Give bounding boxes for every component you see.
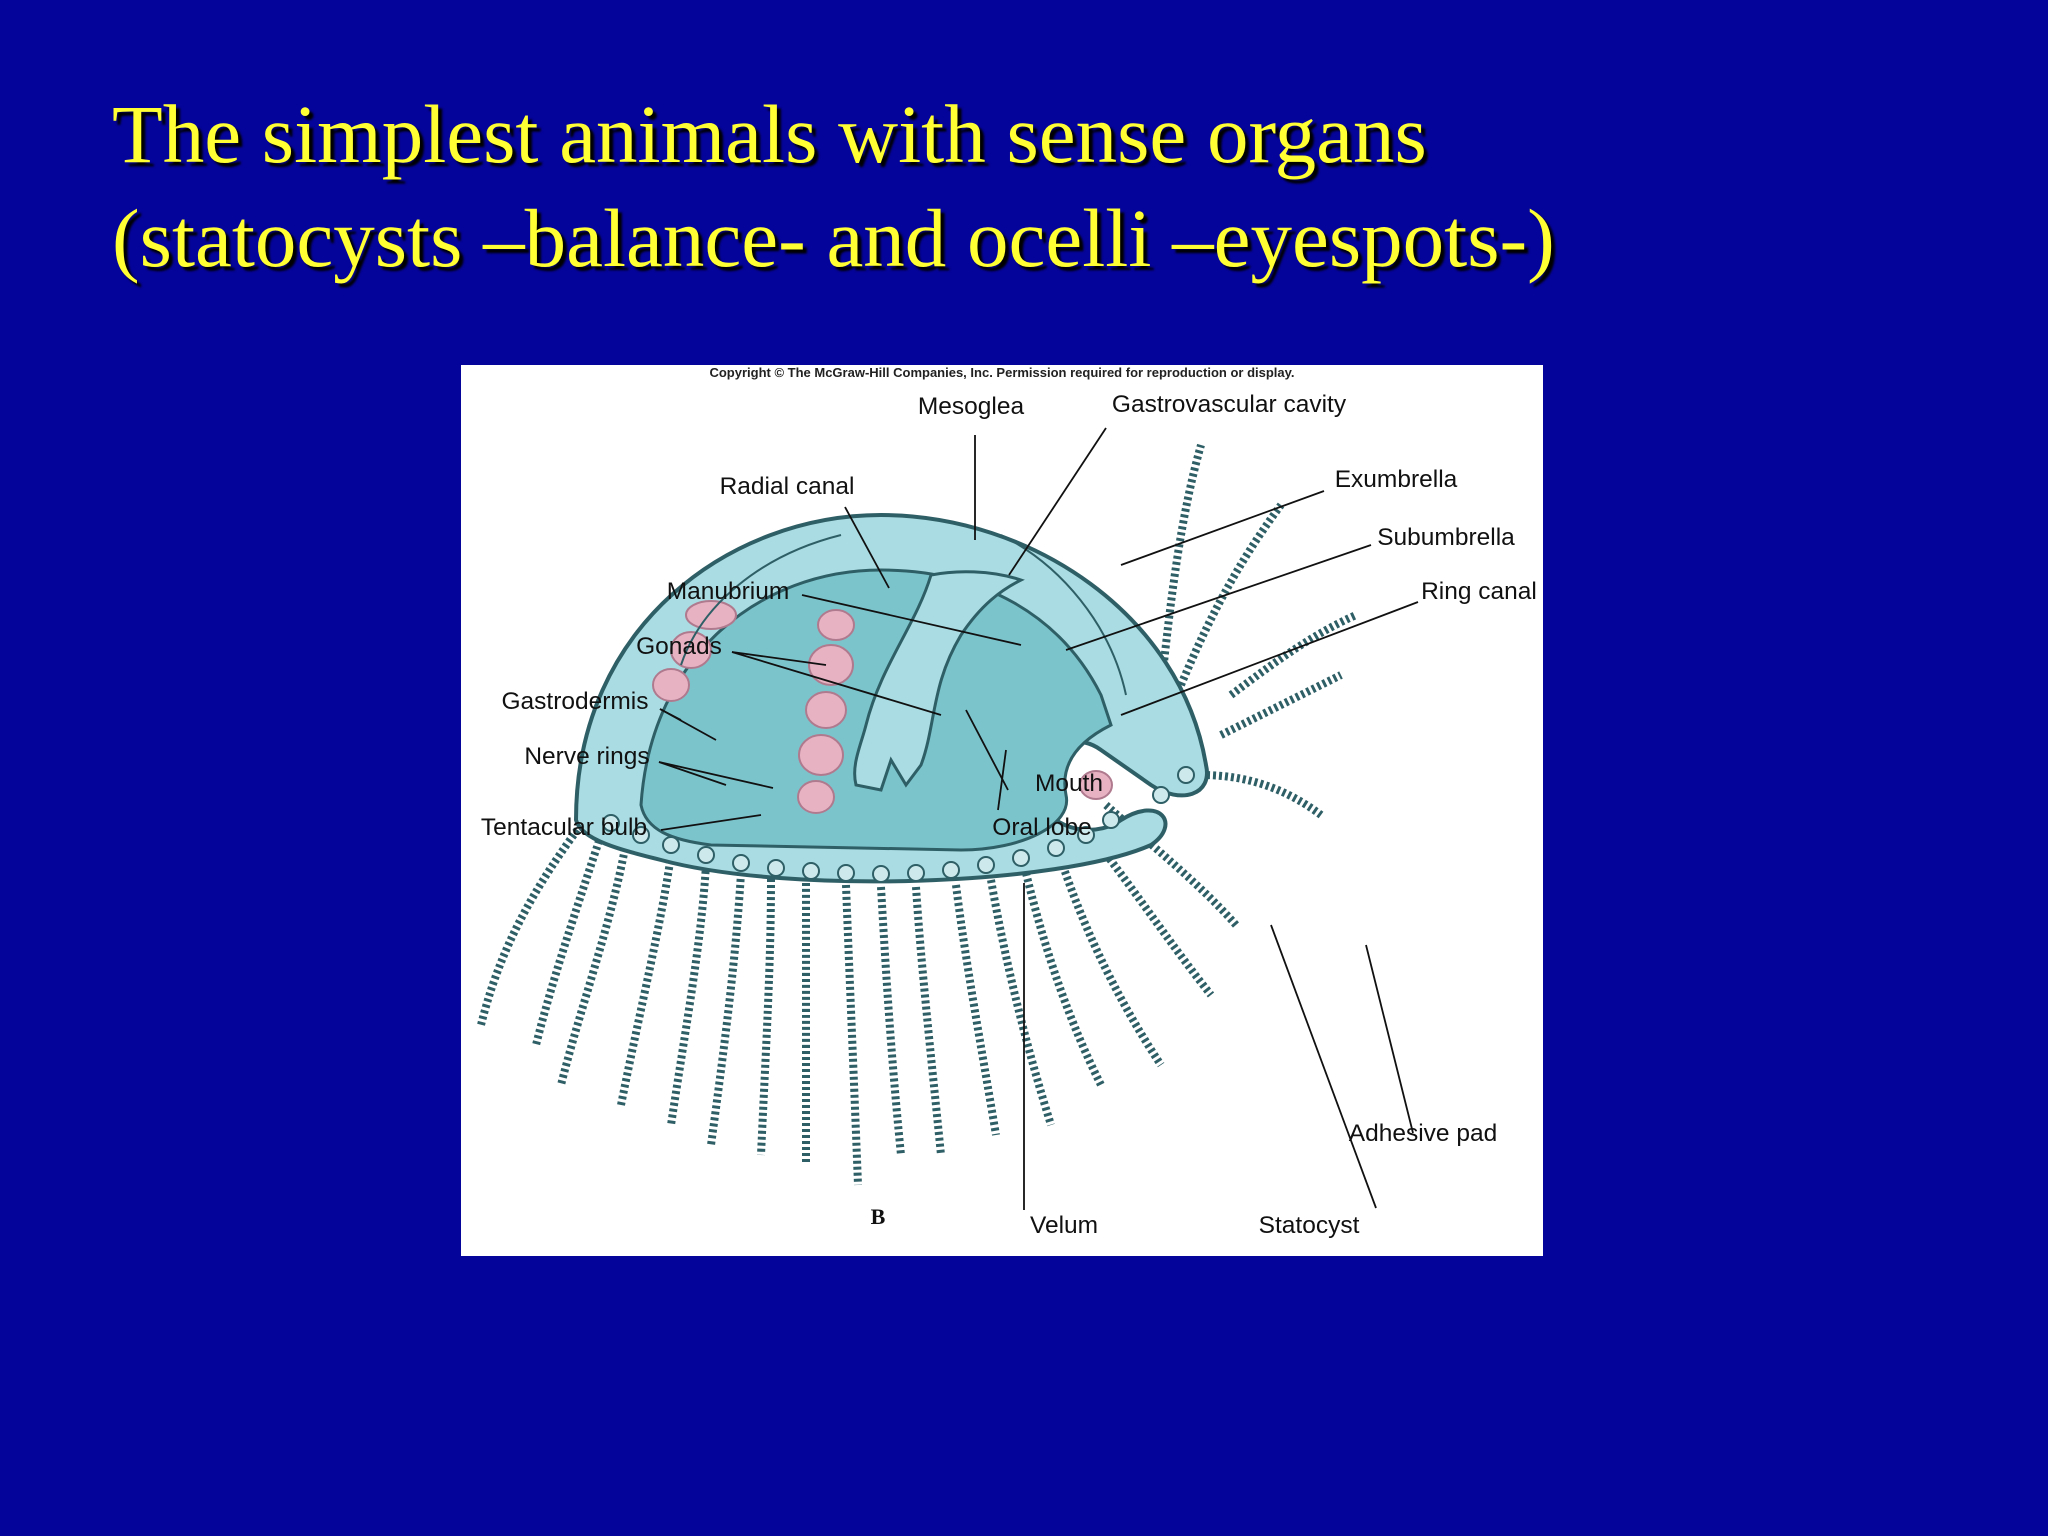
label-exumbrella: Exumbrella [1335,466,1458,493]
label-ring-canal: Ring canal [1421,578,1537,605]
label-gonads: Gonads [636,633,722,660]
label-gastrovascular-cavity: Gastrovascular cavity [1112,391,1347,418]
label-tentacular-bulb: Tentacular bulb [481,814,647,841]
label-radial-canal: Radial canal [720,473,855,500]
panel-letter: B [871,1204,886,1229]
label-mesoglea: Mesoglea [918,393,1025,420]
label-subumbrella: Subumbrella [1377,524,1515,551]
label-nerve-rings: Nerve rings [524,743,649,770]
label-velum: Velum [1030,1212,1098,1239]
label-adhesive-pad: Adhesive pad [1349,1120,1497,1147]
label-mouth: Mouth [1035,770,1103,797]
label-statocyst: Statocyst [1259,1212,1360,1239]
jellyfish-diagram: Copyright © The McGraw-Hill Companies, I… [461,365,1543,1256]
slide-title-line-1: The simplest animals with sense organs [112,82,1992,186]
slide-title: The simplest animals with sense organs (… [112,82,1992,290]
label-oral-lobe: Oral lobe [992,814,1091,841]
slide-title-line-2: (statocysts –balance- and ocelli –eyespo… [112,186,1992,290]
jellyfish-diagram-figure: Copyright © The McGraw-Hill Companies, I… [461,365,1543,1256]
label-gastrodermis: Gastrodermis [501,688,648,715]
copyright-notice: Copyright © The McGraw-Hill Companies, I… [709,365,1294,380]
label-manubrium: Manubrium [667,578,790,605]
